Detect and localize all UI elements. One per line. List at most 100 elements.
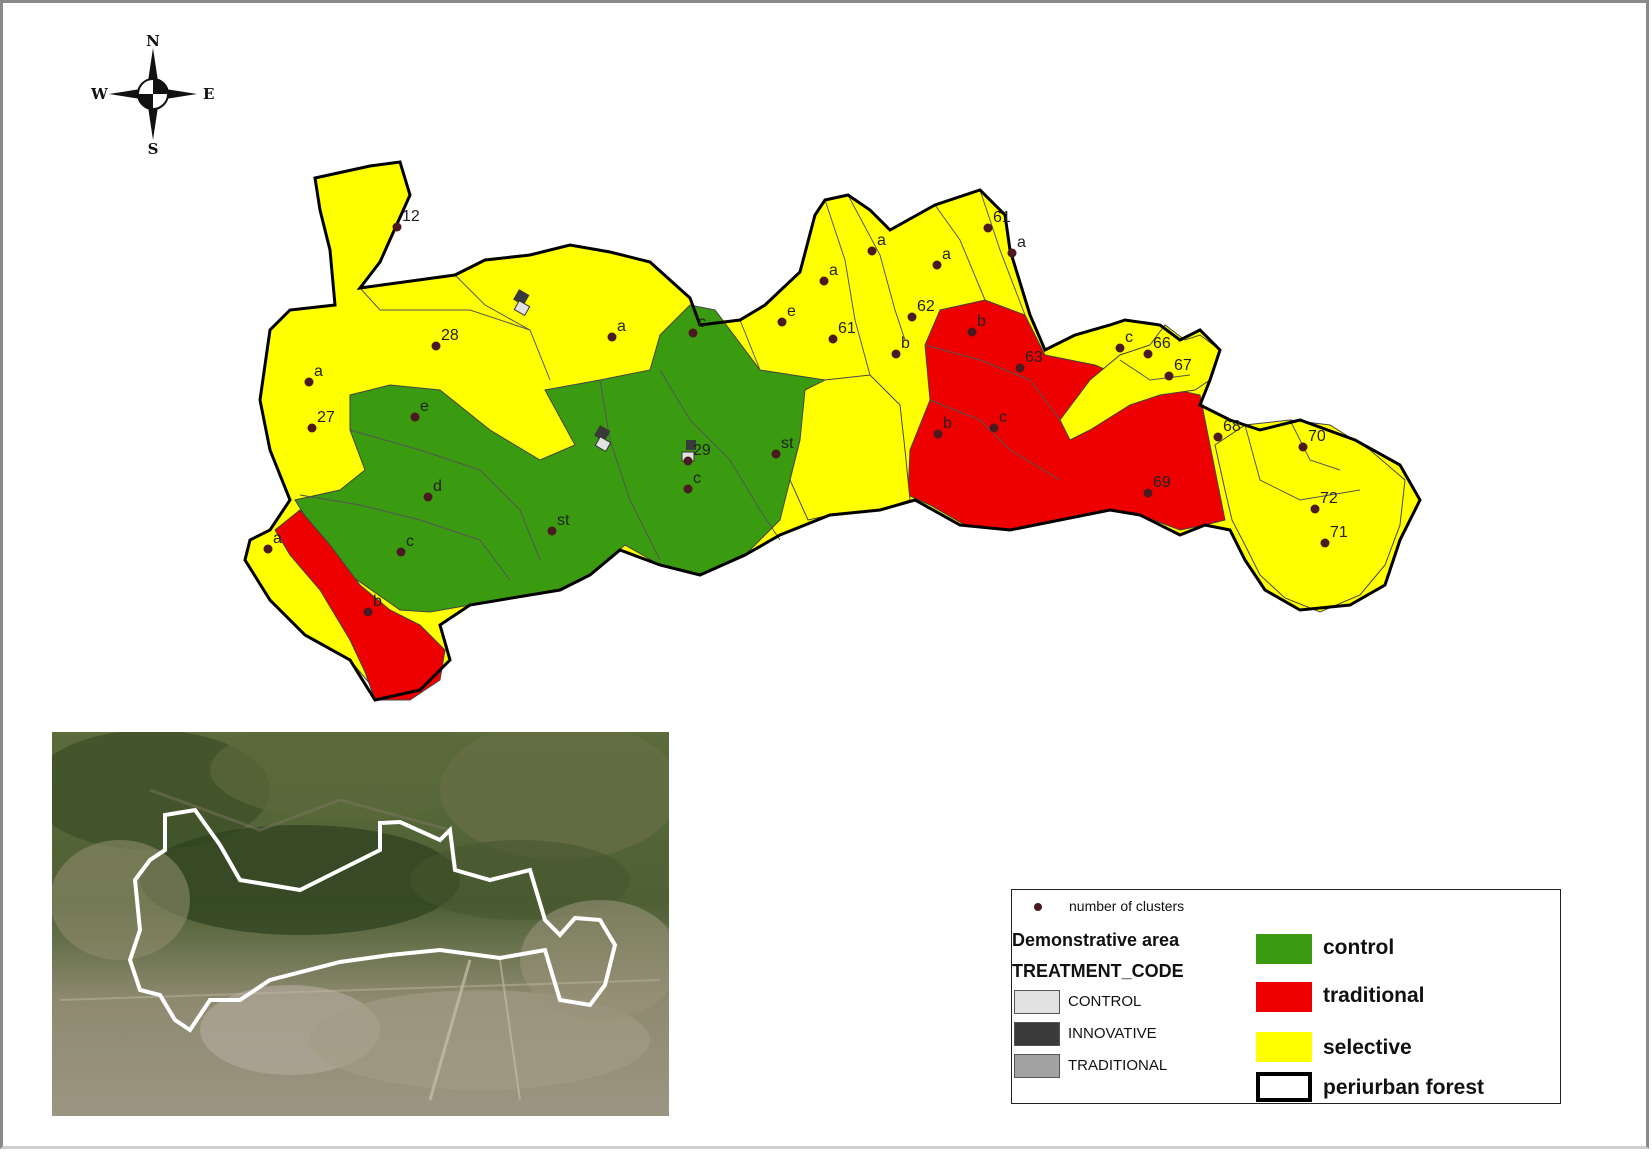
cluster-dot-icon [1298, 442, 1308, 452]
cluster-label: d [433, 478, 442, 495]
legend-treatment-traditional: traditional [1323, 984, 1425, 1007]
demo-marker-icon [513, 289, 531, 317]
cluster-label: 27 [317, 409, 335, 426]
legend-swatch-traditional-code [1014, 1054, 1060, 1078]
cluster-label: c [698, 314, 706, 331]
cluster-dot-icon [607, 332, 617, 342]
cluster-dot-icon [891, 349, 901, 359]
cluster-dot-icon [1143, 349, 1153, 359]
cluster-dot-icon [547, 526, 557, 536]
cluster-dot-icon [392, 222, 402, 232]
legend-swatch-traditional [1256, 982, 1312, 1012]
cluster-label: a [829, 262, 838, 279]
cluster-label: 72 [1320, 490, 1338, 507]
satellite-image-icon [52, 732, 669, 1101]
cluster-label: 12 [402, 208, 420, 225]
cluster-dot-icon [396, 547, 406, 557]
compass-n: N [146, 32, 160, 50]
cluster-label: 62 [917, 298, 935, 315]
cluster-dot-icon [1007, 248, 1017, 258]
legend-title-line1: Demonstrative area [1012, 930, 1180, 950]
cluster-label: 66 [1153, 335, 1171, 352]
cluster-label: b [977, 313, 986, 330]
cluster-label: a [942, 246, 951, 263]
cluster-dot-icon [819, 276, 829, 286]
legend: number of clusters Demonstrative area TR… [1011, 889, 1561, 1104]
cluster-label: 71 [1330, 524, 1348, 541]
cluster-dot-icon [683, 456, 693, 466]
cluster-dot-icon [263, 544, 273, 554]
cluster-dot-icon [1213, 432, 1223, 442]
cluster-dot-icon [363, 607, 373, 617]
cluster-label: 29 [693, 442, 711, 459]
compass-s: S [148, 140, 159, 158]
cluster-label: b [373, 593, 382, 610]
demo-marker-icon [594, 425, 612, 453]
cluster-dot-icon [1034, 903, 1042, 911]
legend-clusters-label: number of clusters [1069, 898, 1185, 914]
legend-treatment-control: control [1323, 936, 1395, 959]
inset-satellite-map [52, 732, 669, 1116]
cluster-dot-icon [1310, 504, 1320, 514]
cluster-dot-icon [967, 327, 977, 337]
cluster-label: b [943, 415, 952, 432]
cluster-label: a [1017, 234, 1026, 251]
cluster-dot-icon [1015, 363, 1025, 373]
cluster-label: 61 [993, 209, 1011, 226]
cluster-dot-icon [777, 317, 787, 327]
cluster-label: 67 [1174, 357, 1192, 374]
legend-swatch-periurban [1256, 1072, 1312, 1102]
periurban-forest-outline [127, 807, 618, 1033]
compass-e: E [203, 85, 214, 103]
cluster-label: a [877, 232, 886, 249]
cluster-dot-icon [867, 246, 877, 256]
cluster-dot-icon [1115, 343, 1125, 353]
legend-periurban-label: periurban forest [1323, 1076, 1485, 1099]
compartment-lines [299, 189, 1361, 581]
cluster-label: a [314, 363, 323, 380]
cluster-label: b [901, 335, 910, 352]
cluster-label: st [781, 435, 794, 452]
cluster-dot-icon [431, 341, 441, 351]
legend-code-control: CONTROL [1068, 993, 1142, 1010]
zone-selective-strip [789, 374, 911, 521]
legend-swatch-innovative-code [1014, 1022, 1060, 1046]
cluster-label: a [617, 318, 626, 335]
cluster-label: c [693, 470, 701, 487]
cluster-dot-icon [828, 334, 838, 344]
cluster-label: 63 [1025, 349, 1043, 366]
legend-treatment-selective: selective [1323, 1036, 1412, 1059]
cluster-dot-icon [410, 412, 420, 422]
cluster-dot-icon [771, 449, 781, 459]
cluster-label: 61 [838, 320, 856, 337]
cluster-label: e [420, 398, 429, 415]
forest-boundary [243, 160, 1422, 702]
cluster-label: e [787, 303, 796, 320]
cluster-dot-icon [304, 377, 314, 387]
cluster-label: c [406, 533, 414, 550]
cluster-dot-icon [989, 423, 999, 433]
legend-swatch-control-code [1014, 990, 1060, 1014]
cluster-label: 69 [1153, 474, 1171, 491]
legend-code-traditional: TRADITIONAL [1068, 1057, 1168, 1074]
legend-code-innovative: INNOVATIVE [1068, 1025, 1157, 1042]
cluster-dot-icon [932, 260, 942, 270]
cluster-label: c [1125, 329, 1133, 346]
cluster-dot-icon [688, 328, 698, 338]
zone-traditional-west [274, 509, 446, 701]
cluster-dot-icon [983, 223, 993, 233]
cluster-label: c [999, 409, 1007, 426]
cluster-dot-icon [1320, 538, 1330, 548]
cluster-label: 68 [1223, 418, 1241, 435]
treatment-zones [243, 160, 1422, 702]
cluster-label: 28 [441, 327, 459, 344]
cluster-dot-icon [933, 429, 943, 439]
cluster-dot-icon [1143, 488, 1153, 498]
legend-title-line2: TREATMENT_CODE [1012, 961, 1184, 981]
cluster-dot-icon [307, 423, 317, 433]
legend-swatch-control [1256, 934, 1312, 964]
